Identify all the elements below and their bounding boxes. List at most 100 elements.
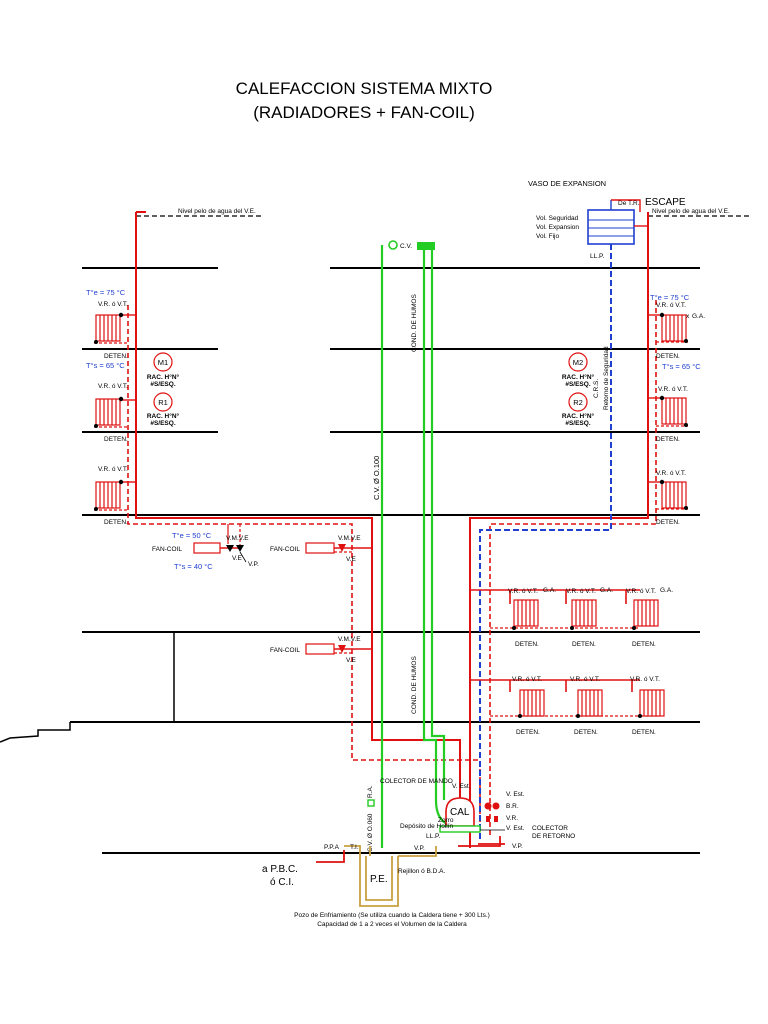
m2-esq: #S/ESQ.: [565, 381, 590, 388]
deten-label: DETEN.: [572, 641, 596, 648]
crs-label: C.R.S.: [593, 379, 600, 398]
valve-label: V.R. ó V.T.: [98, 383, 128, 390]
ti-label: T.I.: [350, 844, 359, 851]
fan-coil-1-supply-temp: T°e = 50 °C: [172, 531, 212, 540]
valve-label: V.R. ó V.T.: [658, 386, 688, 393]
right-radiator-valves: [659, 312, 688, 510]
cv-vent-icon: [388, 240, 398, 250]
left-radiator-returns: [94, 342, 128, 511]
colector-retorno-label-2: DE RETORNO: [532, 833, 575, 840]
radiator-lower-f: [639, 689, 665, 717]
expansion-vessel-title: VASO DE EXPANSION: [528, 179, 606, 188]
m1-rac: RAC. H°N°: [147, 373, 180, 381]
chimney-pipes: [380, 245, 459, 848]
drain-pit: [344, 845, 437, 907]
deten-label: DETEN.: [516, 729, 540, 736]
cv-vent-label: C.V.: [400, 243, 412, 250]
valve-label: V.R. ó V.T.: [656, 302, 686, 309]
fan-coil-3-vmve: V.M.V.E: [338, 636, 361, 643]
cond-humos-upper-label: COND. DE HUMOS: [411, 294, 418, 352]
expansion-vessel: [587, 199, 648, 245]
ga-marker: x: [686, 313, 690, 320]
radiator-lower-e: [577, 689, 603, 717]
fan-coil-1-return-temp: T°s = 40 °C: [174, 562, 213, 571]
deten-label: DETEN.: [632, 641, 656, 648]
v-est-label: V. Est.: [452, 783, 471, 790]
ga-label: G.A.: [660, 587, 673, 594]
fan-coil-1-vmve: V.M.V.E: [226, 535, 249, 542]
deten-label: DETEN.: [104, 436, 128, 443]
boiler: [439, 797, 481, 833]
right-radiator-returns: [656, 341, 688, 510]
radiator-lower-b: [571, 599, 597, 627]
radiator-lower-c: [633, 599, 659, 627]
lower-radiator-valves: [512, 626, 642, 718]
left-return-temp: T°s = 65 °C: [86, 361, 125, 370]
fan-coil-1-label: FAN-COIL: [152, 546, 182, 553]
valve-label: V.R. ó V.T.: [512, 676, 542, 683]
radiator-right-2: [661, 397, 687, 425]
vol-seguridad-label: Vol. Seguridad: [536, 215, 579, 222]
valve-label: V.R. ó V.T.: [98, 301, 128, 308]
diagram-title-line2: (RADIADORES + FAN-COIL): [253, 103, 475, 122]
fan-coil-2: [305, 542, 372, 554]
r2-label: R2: [573, 398, 583, 407]
r2-esq: #S/ESQ.: [565, 420, 590, 427]
r2-marker: [568, 392, 588, 412]
vol-fijo-label: Vol. Fijo: [536, 233, 560, 240]
colector-retorno-label-1: COLECTOR: [532, 825, 568, 832]
deten-label: DETEN.: [656, 436, 680, 443]
diagram-title-line1: CALEFACCION SISTEMA MIXTO: [236, 79, 493, 98]
return-v-est-2: V. Est.: [506, 825, 525, 832]
cv-diam-100-label: C.V. Ø O.100: [372, 456, 381, 500]
deten-label: DETEN.: [515, 641, 539, 648]
vol-expansion-label: Vol. Expansion: [536, 224, 579, 231]
retorno-seguridad-label: Retorno de Seguridad: [603, 346, 610, 410]
deten-label: DETEN.: [656, 519, 680, 526]
left-risers: [135, 211, 461, 830]
deposito-hollin-label: Depósito de Hollín: [400, 823, 453, 830]
pbc-label: a P.B.C.: [262, 864, 298, 875]
ra-fitting: [367, 799, 375, 807]
radiator-left-3: [95, 314, 121, 342]
m2-rac: RAC. H°N°: [562, 373, 595, 381]
m2-marker: [568, 352, 588, 372]
ga-label: G.A.: [600, 587, 613, 594]
fan-coil-1-ve: V.E: [232, 555, 243, 562]
r2-rac: RAC. H°N°: [562, 412, 595, 420]
deten-label: DETEN.: [104, 519, 128, 526]
radiator-left-2: [95, 398, 121, 426]
m2-label: M2: [573, 358, 583, 367]
pozo-note-line1: Pozo de Enfriamiento (Se utiliza cuando …: [294, 912, 490, 919]
radiator-right-3: [661, 314, 687, 342]
deten-label: DETEN.: [104, 353, 128, 360]
valve-label: V.R. ó V.T.: [570, 676, 600, 683]
ga-label: G.A.: [543, 587, 556, 594]
ppa-label: P.P.A: [324, 844, 340, 851]
fan-coil-1: [193, 524, 247, 563]
ga-label: G.A.: [692, 313, 705, 320]
vp-boiler-label: V.P.: [414, 845, 425, 852]
valve-label: V.R. ó V.T.: [566, 588, 596, 595]
radiator-left-1: [95, 481, 121, 509]
radiator-lower-d: [519, 689, 545, 717]
cond-humos-lower-label: COND. DE HUMOS: [411, 656, 418, 714]
fan-coil-2-vmve: V.M.V.E: [338, 535, 361, 542]
fan-coil-2-ve: V.E: [346, 556, 357, 563]
r1-esq: #S/ESQ.: [150, 420, 175, 427]
floor-drain-red: [316, 836, 501, 863]
r1-marker: [153, 392, 173, 412]
fan-coil-3-ve: V.E: [346, 657, 357, 664]
m1-marker: [153, 352, 173, 372]
right-return-temp: T°s = 65 °C: [662, 362, 701, 371]
ci-label: ó C.I.: [270, 877, 294, 888]
fan-coil-3: [305, 643, 372, 655]
pozo-note-line2: Capacidad de 1 a 2 veces el Volumen de l…: [317, 921, 467, 928]
safety-return-riser: [479, 244, 612, 840]
return-collector: [478, 802, 505, 845]
water-level-label-right: Nivel pelo de agua del V.E.: [652, 208, 730, 215]
fan-coil-3-label: FAN-COIL: [270, 647, 300, 654]
rejillon-label: Rejillon ó B.D.A.: [398, 868, 446, 875]
left-supply-temp: T°e = 75 °C: [86, 288, 126, 297]
